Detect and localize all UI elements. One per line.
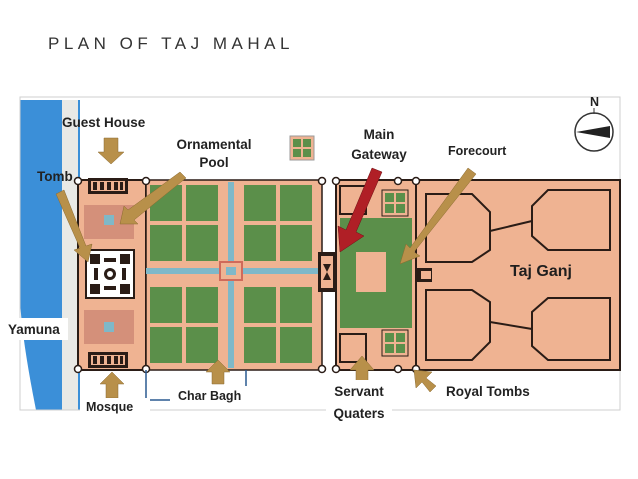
label-ornamental-pool: Pool <box>199 155 228 170</box>
label-guest-house: Guest House <box>62 115 146 130</box>
compass: N <box>574 95 614 152</box>
slide-title: PLAN OF TAJ MAHAL <box>48 34 294 53</box>
mosque-label-box <box>80 398 150 416</box>
ornamental-pool-arrow <box>119 171 187 225</box>
river-bank <box>62 100 78 410</box>
label-servant-quarters: Quaters <box>333 406 384 421</box>
label-char-bagh: Char Bagh <box>178 389 241 403</box>
servant-quarters-label-box <box>326 380 392 428</box>
tomb-arrow <box>55 189 93 263</box>
label-royal-tombs: Royal Tombs <box>446 384 530 399</box>
royal-tombs-label-box <box>442 380 542 402</box>
mosque-arrow <box>99 371 125 399</box>
label-taj-ganj: Taj Ganj <box>510 263 572 280</box>
compass-letter: N <box>590 95 599 109</box>
label-forecourt: Forecourt <box>448 144 507 158</box>
compass-needle <box>576 126 610 138</box>
label-servant-quarters: Servant <box>334 384 384 399</box>
label-yamuna: Yamuna <box>8 322 60 337</box>
main-gateway-arrow <box>337 167 383 253</box>
label-ornamental-pool: Ornamental <box>176 137 251 152</box>
label-tomb: Tomb <box>37 169 73 184</box>
guest-house-arrow <box>97 137 125 165</box>
label-mosque: Mosque <box>86 400 133 414</box>
taj-ganj <box>415 179 621 371</box>
char-bagh-label-box <box>170 386 252 406</box>
label-main-gateway: Gateway <box>351 147 407 162</box>
yamuna-label-box <box>6 318 68 340</box>
label-main-gateway: Main <box>364 127 395 142</box>
char-bagh-arrow <box>205 359 231 385</box>
royal-tombs-arrow <box>413 369 437 393</box>
forecourt-arrow <box>399 167 477 265</box>
